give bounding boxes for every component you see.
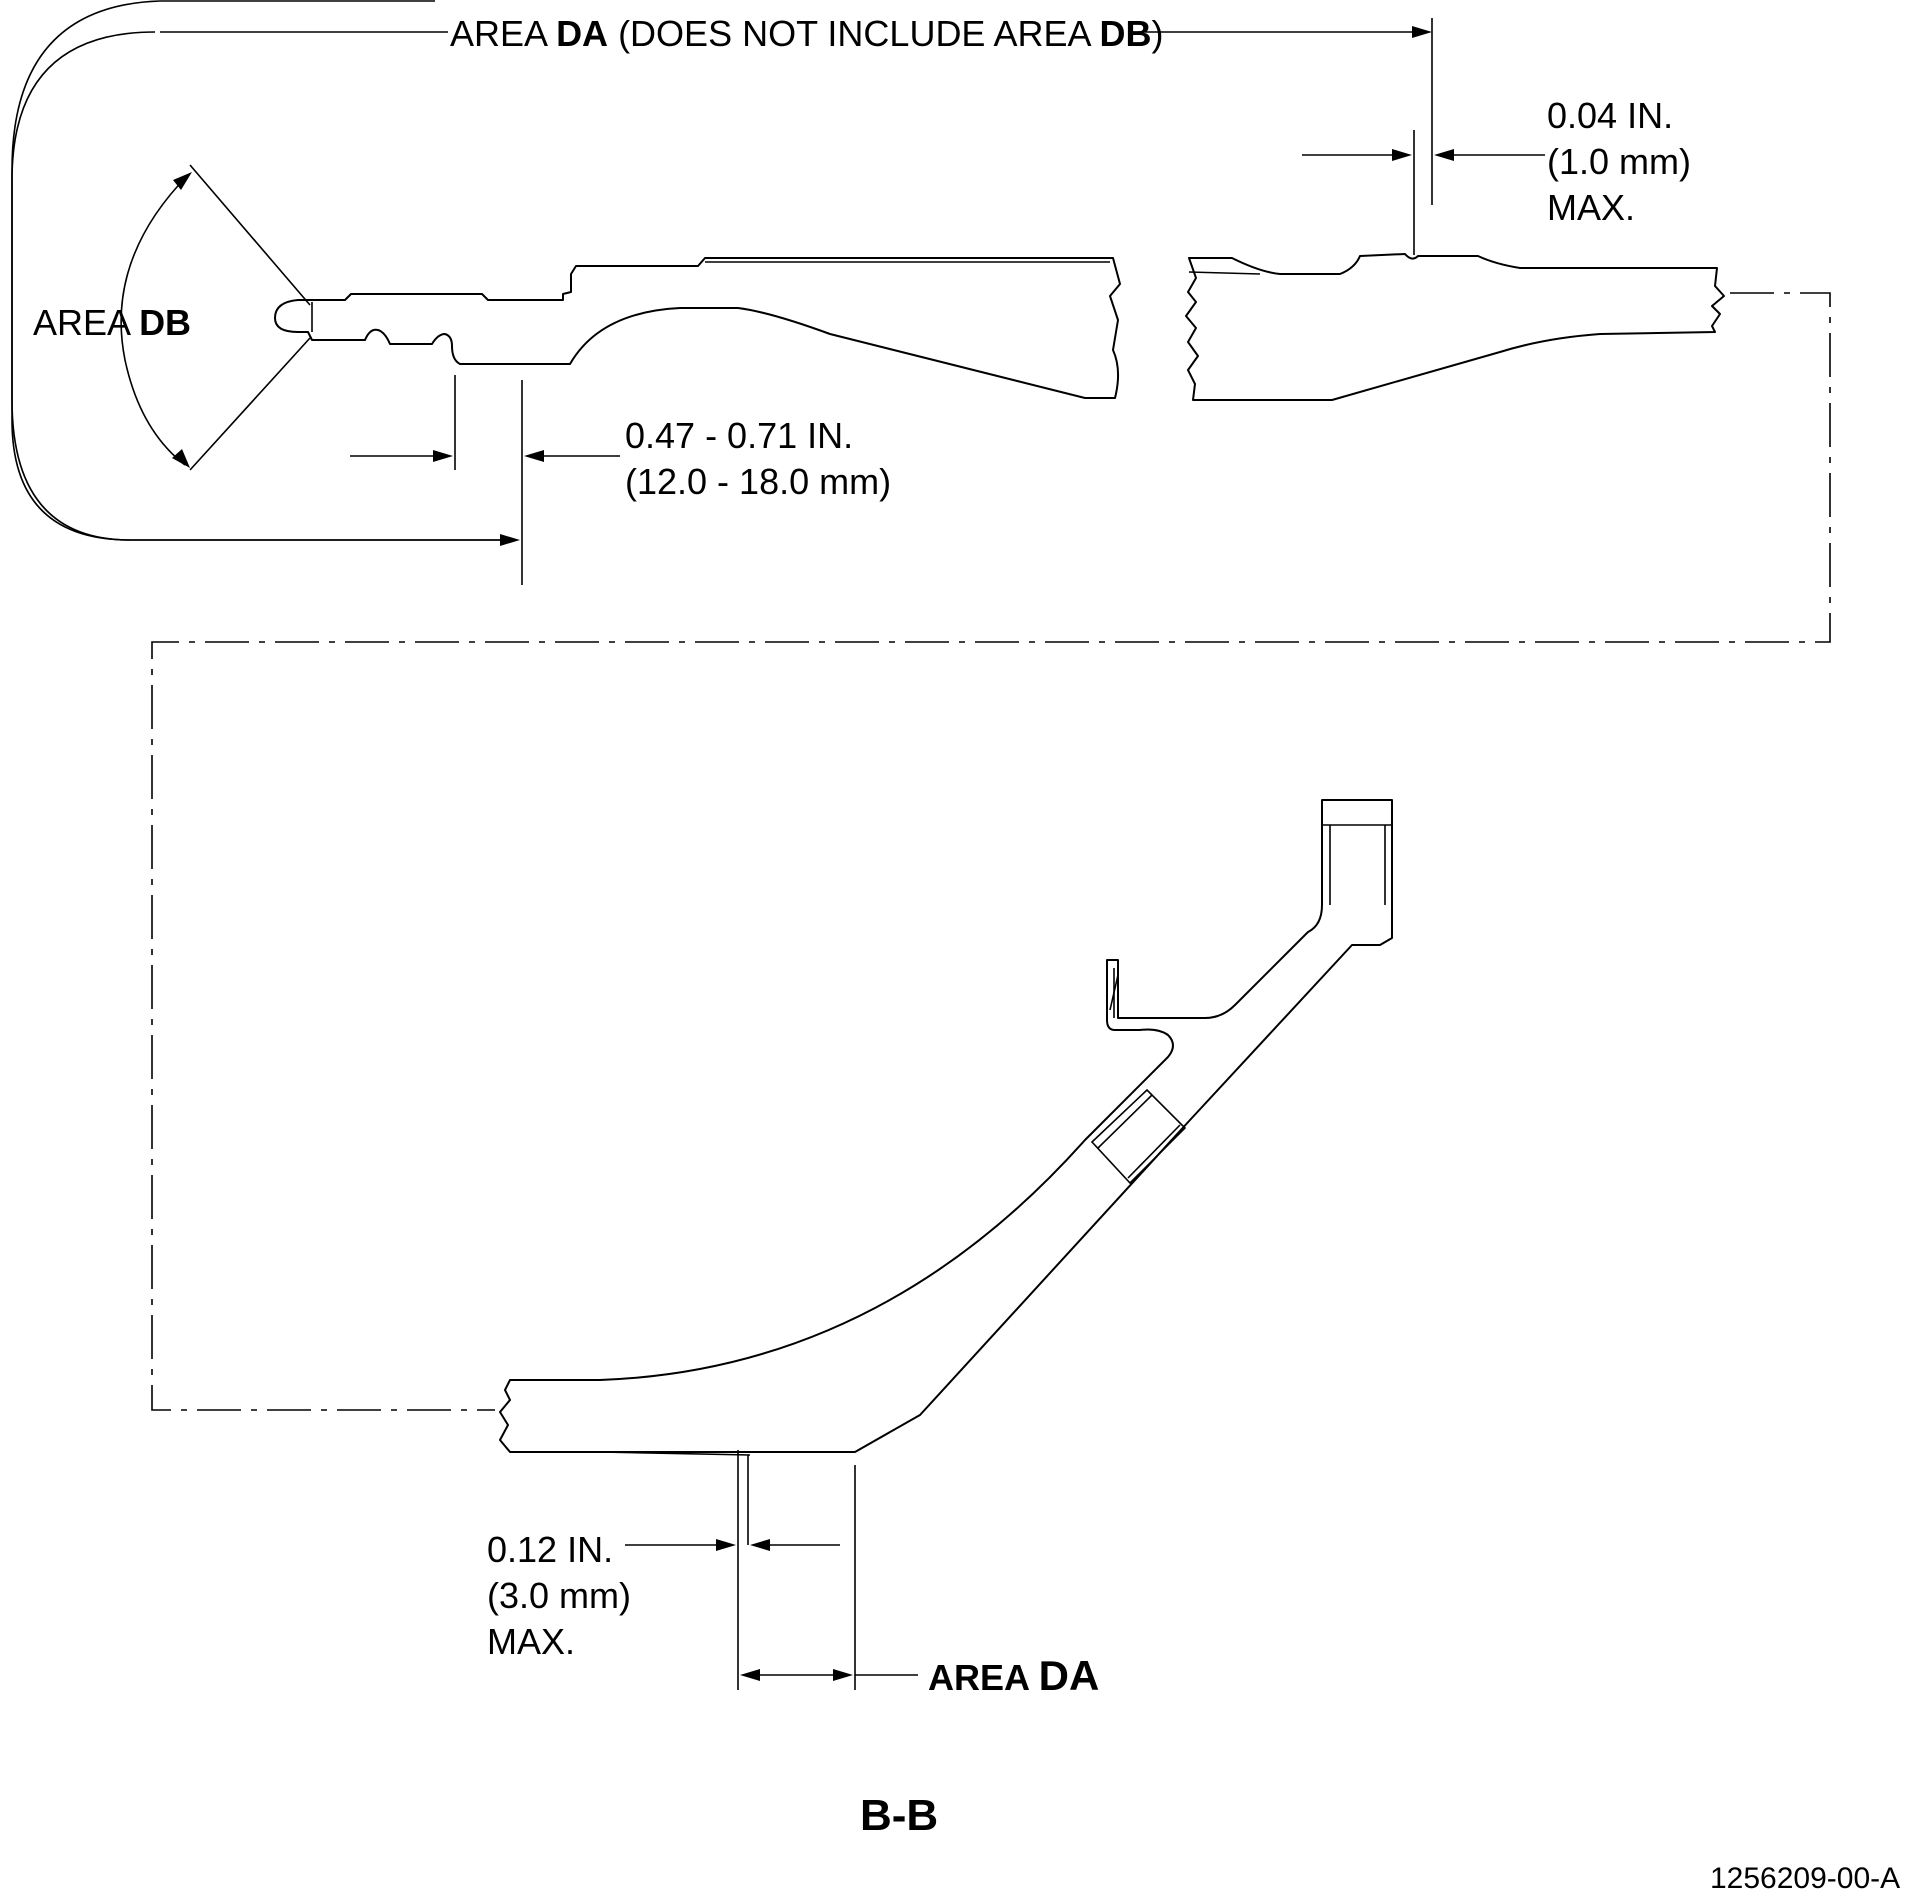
area-da-note-leader [11, 0, 1433, 585]
section-bb-outline [499, 799, 1393, 1453]
area-db-code: DB [139, 302, 191, 343]
dim-top-right-line1: 0.04 IN. [1547, 95, 1673, 136]
dim-top-left [350, 375, 620, 470]
dim-bottom-text: 0.12 IN. (3.0 mm) MAX. [487, 1529, 641, 1662]
area-da-note-middle: (DOES NOT INCLUDE AREA [608, 13, 1099, 54]
area-da-note-prefix: AREA [450, 13, 556, 54]
area-da-bottom-label: AREA DA [928, 1652, 1099, 1699]
section-bb-profile [499, 799, 1393, 1456]
area-da-note-code-da: DA [556, 13, 608, 54]
area-da-note-suffix: ) [1152, 13, 1164, 54]
dim-bottom-line2: (3.0 mm) [487, 1575, 631, 1616]
area-da-bottom-prefix: AREA [928, 1657, 1039, 1698]
dim-top-left-line1: 0.47 - 0.71 IN. [625, 415, 853, 456]
dim-top-right-line2: (1.0 mm) [1547, 141, 1691, 182]
dim-top-right [1302, 149, 1545, 161]
section-label: B-B [860, 1791, 938, 1840]
area-da-note-code-db: DB [1100, 13, 1152, 54]
dim-top-left-line2: (12.0 - 18.0 mm) [625, 461, 891, 502]
dim-top-right-text: 0.04 IN. (1.0 mm) MAX. [1547, 95, 1701, 228]
top-profile-right-outline [1185, 253, 1725, 401]
area-db-prefix: AREA [33, 302, 139, 343]
section-connector [151, 292, 1831, 1411]
area-db-label: AREA DB [33, 302, 191, 343]
dim-bottom [625, 1450, 918, 1690]
drawing-number: 1256209-00-A [1710, 1862, 1900, 1895]
section-bb-repair-zone [1090, 1088, 1187, 1185]
dim-top-left-text: 0.47 - 0.71 IN. (12.0 - 18.0 mm) [625, 415, 891, 502]
top-profile-right-surface-line [1188, 271, 1261, 275]
dim-top-right-line3: MAX. [1547, 187, 1635, 228]
top-profile-left-outline [274, 257, 1121, 399]
area-da-note: AREA DA (DOES NOT INCLUDE AREA DB) [450, 13, 1164, 54]
area-db-angle [120, 164, 311, 471]
area-da-bottom-code: DA [1039, 1652, 1100, 1699]
dim-bottom-line3: MAX. [487, 1621, 575, 1662]
top-profile [274, 253, 1725, 401]
dim-bottom-line1: 0.12 IN. [487, 1529, 613, 1570]
